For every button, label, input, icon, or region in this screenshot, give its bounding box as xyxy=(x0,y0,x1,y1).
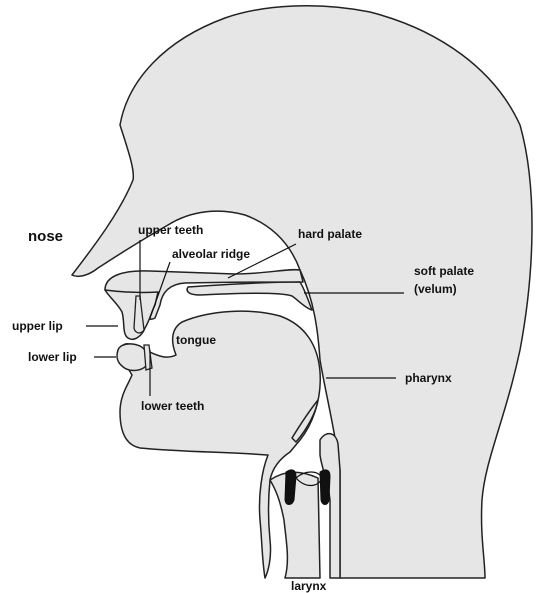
label-hard-palate: hard palate xyxy=(298,227,362,241)
lower-lip xyxy=(117,344,148,371)
label-alveolar-ridge: alveolar ridge xyxy=(172,247,250,261)
upper-lip xyxy=(105,290,158,339)
vocal-cord-left xyxy=(285,470,296,505)
label-nose: nose xyxy=(28,228,63,245)
larynx-column xyxy=(320,434,340,578)
label-upper-lip: upper lip xyxy=(12,319,63,333)
label-velum: (velum) xyxy=(414,282,457,296)
label-larynx: larynx xyxy=(291,579,327,593)
lower-teeth-shape xyxy=(144,345,152,370)
label-tongue: tongue xyxy=(176,333,216,347)
label-upper-teeth: upper teeth xyxy=(138,223,203,237)
velum xyxy=(187,282,312,310)
label-lower-teeth: lower teeth xyxy=(141,399,204,413)
label-lower-lip: lower lip xyxy=(28,350,77,364)
vocal-cord-right xyxy=(320,470,330,505)
label-soft-palate: soft palate xyxy=(414,264,474,278)
label-pharynx: pharynx xyxy=(405,371,452,385)
